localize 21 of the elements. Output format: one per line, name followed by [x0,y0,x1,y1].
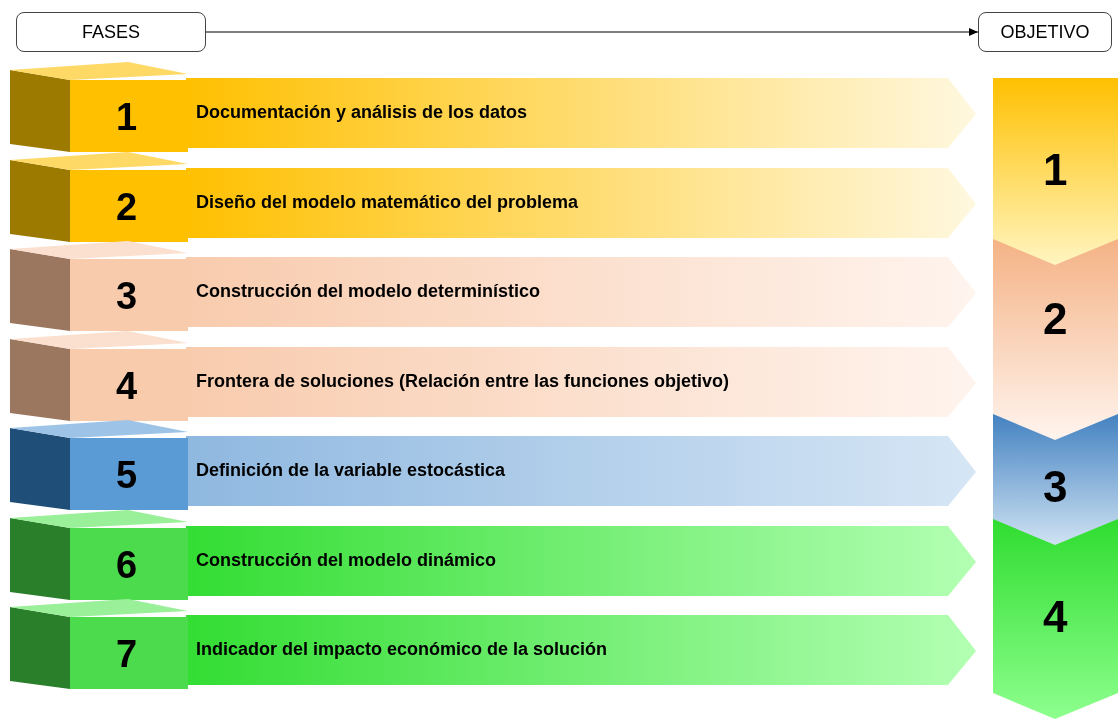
step-number: 5 [116,456,138,494]
step-number: 2 [116,187,138,226]
objective-number: 4 [1043,595,1068,639]
step-number: 3 [116,277,138,315]
objective-number: 2 [1043,297,1068,341]
step-number: 1 [116,98,138,136]
phase-label: Frontera de soluciones (Relación entre las funciones objetivo) [196,370,730,393]
header-box: FASES [16,12,206,52]
objective-number: 3 [1043,465,1068,509]
phase-label: Construcción del modelo dinámico [196,549,497,572]
objective-number: 1 [1043,148,1068,192]
phase-label: Construcción del modelo determinístico [196,281,541,303]
phase-label: Definición de la variable estocástica [196,460,506,482]
header-box: OBJETIVO [978,12,1112,52]
step-number: 4 [116,366,138,405]
step-number: 6 [116,545,138,584]
arrow [205,28,979,36]
step-number: 7 [116,635,138,673]
phase-label: Documentación y análisis de los datos [196,102,528,124]
phase-label: Diseño del modelo matemático del problema [196,191,579,214]
phase-label: Indicador del impacto económico de la solución [196,639,608,661]
